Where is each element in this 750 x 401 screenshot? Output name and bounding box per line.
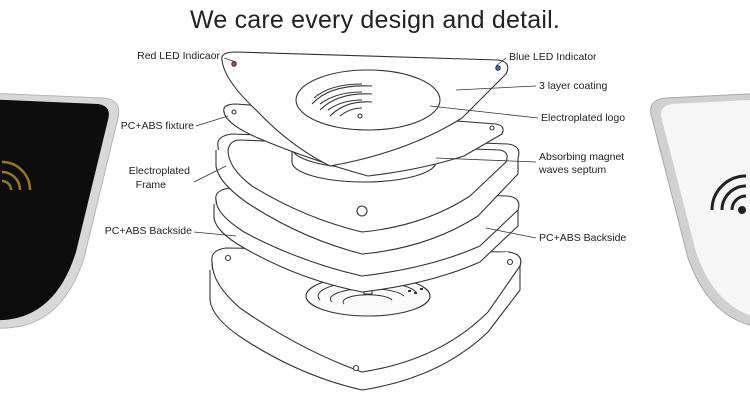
leader-pc-abs-fixture	[195, 115, 229, 127]
label-electroplated-frame-line1: Electroplated	[128, 165, 190, 177]
label-absorbing-line1: Absorbing magnet	[539, 151, 625, 163]
page-title: We care every design and detail.	[189, 6, 561, 34]
leader-backside-left	[193, 231, 237, 237]
left-device-wireless-logo	[1, 160, 32, 191]
leader-electroplated-frame	[193, 165, 227, 183]
label-absorbing-line2: waves septum	[539, 164, 607, 176]
label-electroplated-frame-line2: Frame	[135, 179, 166, 191]
label-coating: 3 layer coating	[539, 80, 608, 92]
right-device-wireless-logo	[710, 174, 747, 214]
leader-red-led	[223, 57, 237, 63]
label-pc-abs-backside-left: PC+ABS Backside	[104, 225, 192, 237]
leader-backside-right	[485, 227, 537, 239]
leader-coating	[455, 85, 537, 91]
layer-top-coating	[221, 51, 509, 167]
label-pc-abs-fixture: PC+ABS fixture	[120, 120, 194, 132]
leader-absorbing-septum	[435, 157, 537, 163]
leader-electroplated-logo	[429, 105, 539, 119]
layer-bottom-base	[209, 247, 522, 391]
top-wireless-logo	[311, 83, 373, 119]
label-blue-led: Blue LED Indicator	[509, 51, 597, 63]
right-device-photo	[650, 93, 750, 326]
label-electroplated-logo: Electroplated logo	[541, 112, 626, 124]
left-device-photo	[0, 93, 120, 329]
label-pc-abs-backside-right: PC+ABS Backside	[539, 232, 627, 244]
leader-blue-led	[495, 57, 507, 67]
label-red-led: Red LED Indicaor	[137, 50, 220, 62]
